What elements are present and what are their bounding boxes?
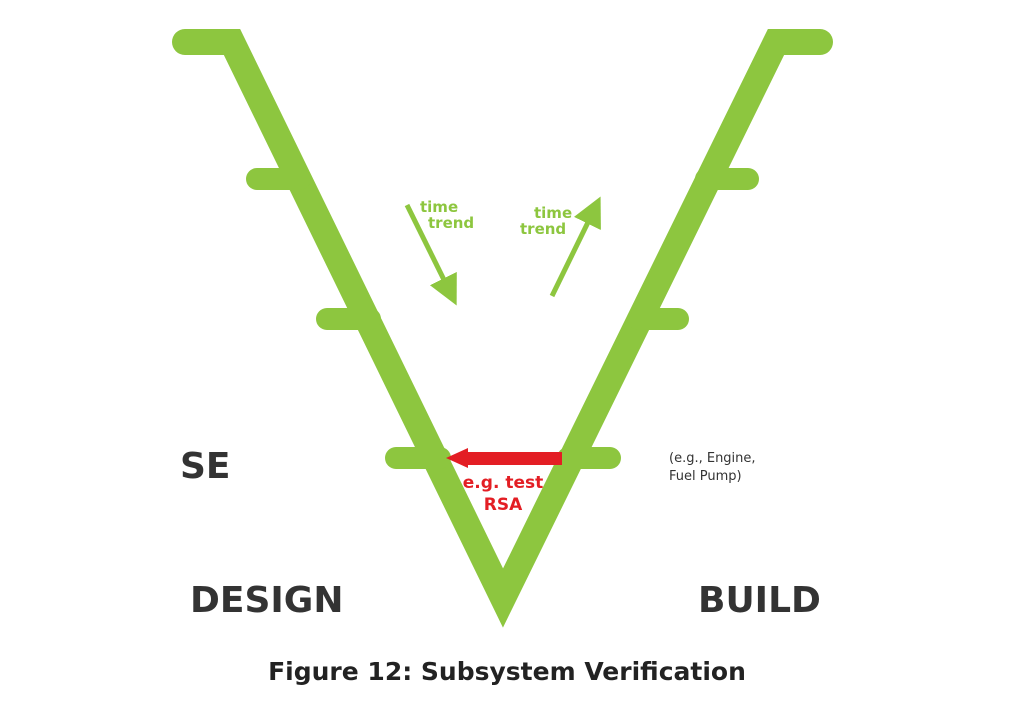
build-label: BUILD	[698, 580, 821, 621]
figure-caption: Figure 12: Subsystem Verification	[268, 657, 746, 686]
time-trend-right-label-1: time	[534, 204, 572, 222]
se-label: SE	[180, 446, 231, 487]
example-label-line2: Fuel Pump)	[669, 469, 742, 484]
example-label-line1: (e.g., Engine,	[669, 451, 756, 466]
time-trend-right-label-2: trend	[520, 220, 566, 238]
time-trend-left-label-1: time	[420, 198, 458, 216]
time-trend-left-label-2: trend	[428, 214, 474, 232]
test-label-line2: RSA	[484, 495, 523, 515]
test-label-line1: e.g. test	[463, 473, 543, 493]
time-trend-up-arrow	[549, 196, 601, 298]
time-trend-down-arrow	[404, 203, 457, 306]
design-label: DESIGN	[190, 580, 343, 621]
v-shape-outline	[172, 28, 833, 628]
test-arrow-head	[446, 448, 468, 468]
test-arrow-shaft	[464, 452, 562, 465]
